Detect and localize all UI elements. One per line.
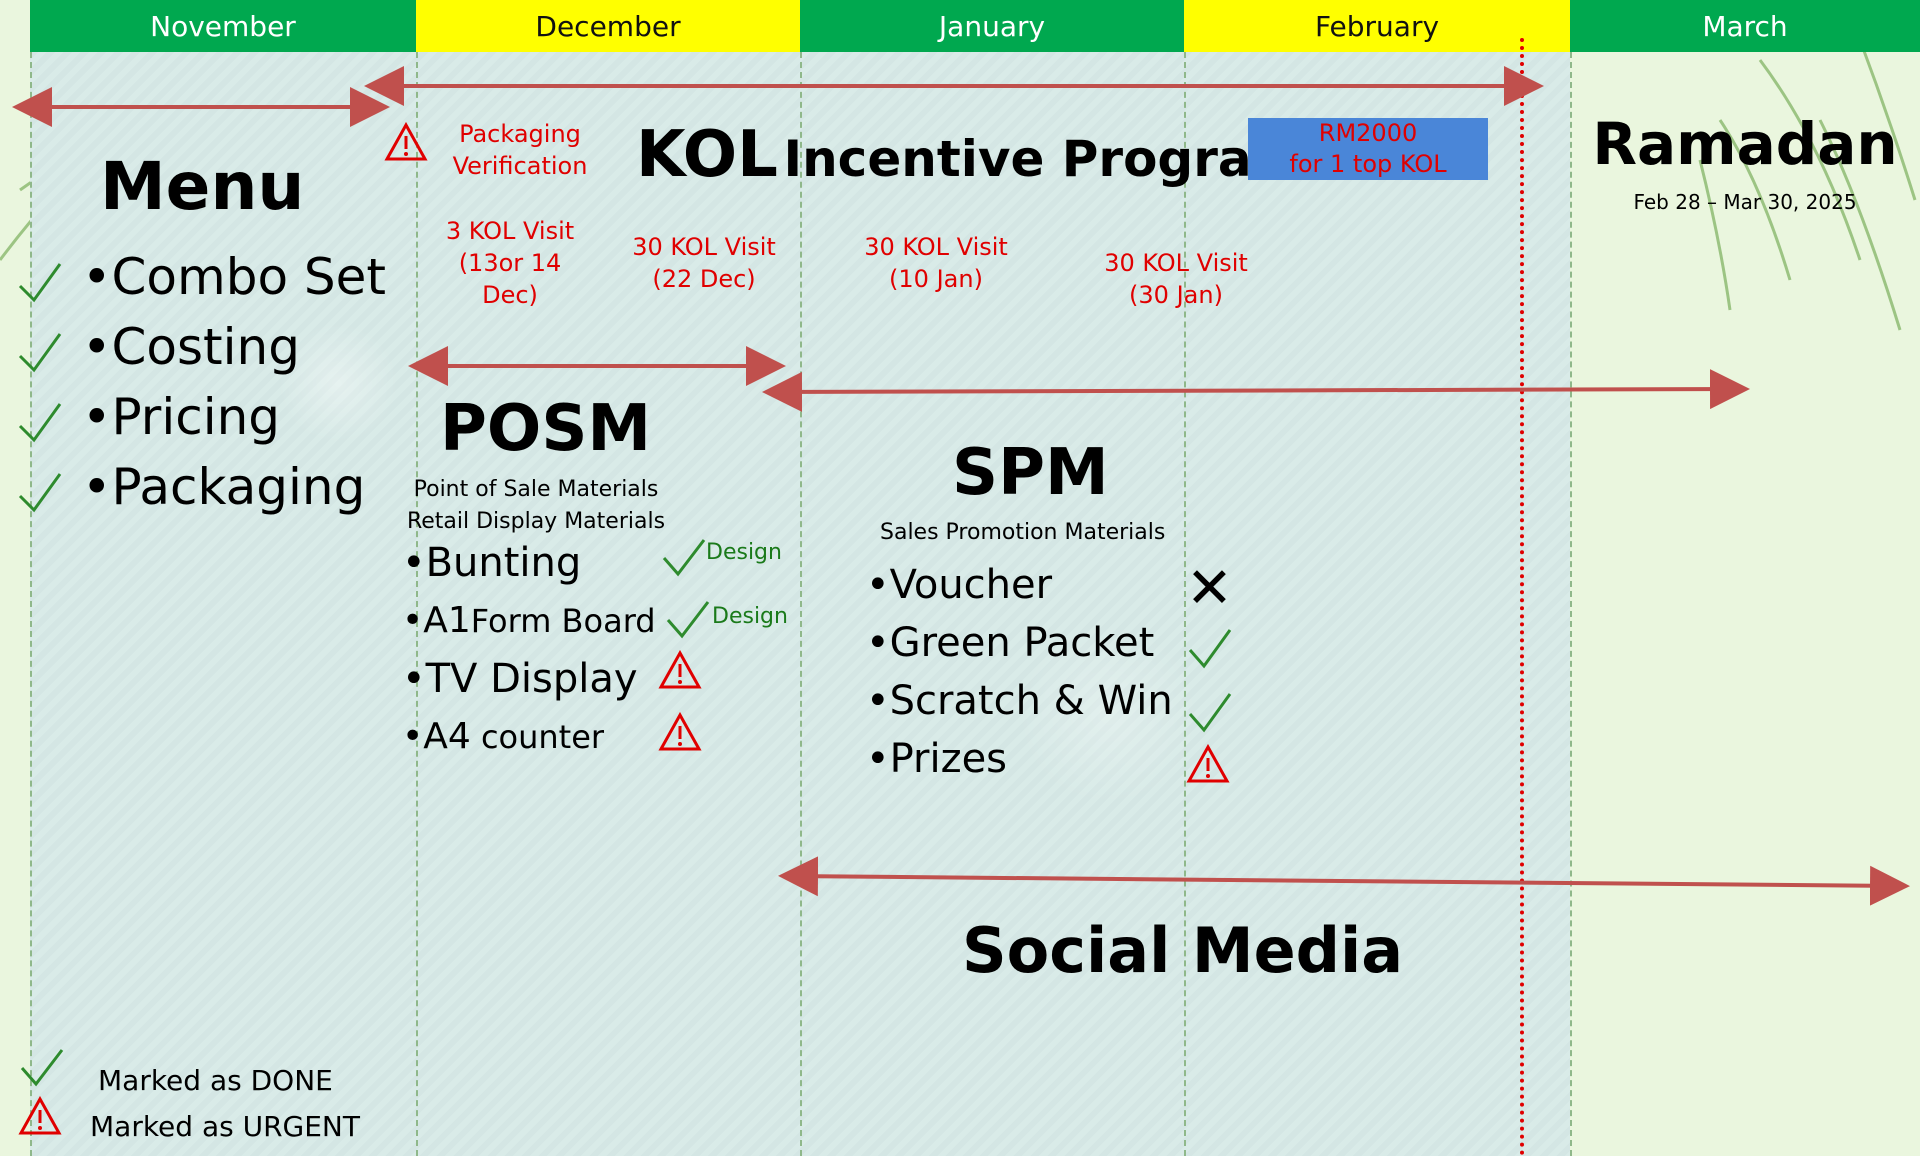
column-divider xyxy=(800,52,802,1156)
check-icon xyxy=(666,601,710,639)
column-divider xyxy=(30,52,32,1156)
check-icon xyxy=(662,539,706,577)
check-icon xyxy=(18,333,62,373)
column-divider xyxy=(1184,52,1186,1156)
menu-item-pricing: •Pricing xyxy=(82,388,281,446)
warning-icon xyxy=(384,122,428,161)
month-header-march: March xyxy=(1570,0,1920,52)
month-header-december: December xyxy=(416,0,800,52)
menu-item-combo-set: •Combo Set xyxy=(82,248,387,306)
ramadan-dates: Feb 28 – Mar 30, 2025 xyxy=(1633,190,1857,214)
menu-item-costing: •Costing xyxy=(82,318,300,376)
posm-item-tv-display: •TV Display xyxy=(402,656,638,702)
social-media-title: Social Media xyxy=(962,914,1404,987)
warning-icon xyxy=(1186,744,1230,783)
spm-item-scratch-and-win: •Scratch & Win xyxy=(866,678,1173,724)
check-icon xyxy=(18,263,62,303)
month-header-january: January xyxy=(800,0,1184,52)
warning-icon xyxy=(658,650,702,689)
ramadan-title: Ramadan xyxy=(1592,110,1898,178)
check-icon xyxy=(1188,693,1232,733)
posm-item-bunting: •Bunting xyxy=(402,540,582,586)
posm-item-form-board: •A1Form Board xyxy=(402,600,656,641)
kol-title-bold: KOL xyxy=(636,118,778,192)
legend-urgent-label: Marked as URGENT xyxy=(90,1110,360,1143)
posm-item-a4-counter: •A4 counter xyxy=(402,716,605,757)
check-icon xyxy=(20,1049,64,1087)
spm-item-voucher: •Voucher xyxy=(866,562,1053,608)
packaging-verification-label: Packaging Verification xyxy=(452,120,588,180)
menu-title: Menu xyxy=(100,148,305,225)
month-header-november: November xyxy=(30,0,416,52)
check-icon xyxy=(18,473,62,513)
kol-visit-1: 3 KOL Visit(13or 14 Dec) xyxy=(445,217,575,309)
kol-reward-box: RM2000 for 1 top KOL xyxy=(1248,118,1488,180)
check-icon xyxy=(1188,629,1232,669)
warning-icon xyxy=(18,1096,62,1135)
design-label: Design xyxy=(712,604,788,629)
kol-visit-4: 30 KOL Visit(30 Jan) xyxy=(1104,249,1248,309)
deadline-line xyxy=(1520,38,1524,1156)
spm-item-prizes: •Prizes xyxy=(866,736,1008,782)
column-divider xyxy=(1570,52,1572,1156)
cross-icon: ✕ xyxy=(1186,556,1233,621)
kol-visit-3: 30 KOL Visit(10 Jan) xyxy=(864,233,1008,293)
posm-title: POSM xyxy=(440,392,652,466)
spm-subtitle: Sales Promotion Materials xyxy=(880,520,1166,545)
posm-subtitle: Point of Sale Materials Retail Display M… xyxy=(406,477,666,534)
warning-icon xyxy=(658,712,702,751)
spm-item-green-packet: •Green Packet xyxy=(866,620,1155,666)
month-header-february: February xyxy=(1184,0,1570,52)
check-icon xyxy=(18,403,62,443)
kol-title-rest: Incentive Program xyxy=(783,130,1304,188)
legend-done-label: Marked as DONE xyxy=(98,1064,333,1097)
kol-title: KOL Incentive Program xyxy=(636,118,1304,192)
menu-item-packaging: •Packaging xyxy=(82,458,366,516)
spm-title: SPM xyxy=(952,436,1109,510)
column-divider xyxy=(416,52,418,1156)
design-label: Design xyxy=(706,540,782,565)
kol-visit-2: 30 KOL Visit(22 Dec) xyxy=(632,233,776,293)
